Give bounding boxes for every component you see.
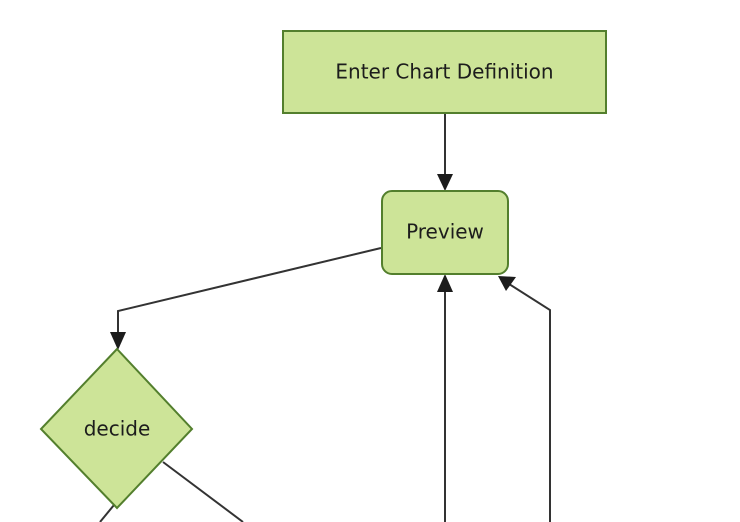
edge-line: [117, 247, 382, 340]
node-label-decide: decide: [84, 417, 151, 441]
arrowhead-icon: [437, 174, 453, 191]
edge-enter-to-preview: [437, 114, 453, 191]
edge-line: [162, 461, 244, 522]
node-decide[interactable]: decide: [39, 347, 194, 510]
node-shape-rectangle[interactable]: [282, 30, 607, 114]
edge-decide-bottom-out: [99, 504, 115, 522]
node-shape-diamond[interactable]: [39, 347, 194, 510]
edge-preview-to-decide: [110, 247, 382, 350]
edge-decide-right-out: [162, 461, 244, 522]
node-preview[interactable]: Preview: [381, 190, 509, 275]
arrowhead-icon: [498, 276, 516, 291]
arrowhead-icon: [110, 332, 126, 350]
edge-bottom-center-to-preview: [437, 274, 453, 522]
node-label-enter-chart-definition: Enter Chart Definition: [335, 60, 553, 84]
edge-line: [99, 504, 115, 522]
node-shape-rounded-rectangle[interactable]: [381, 190, 509, 275]
edge-line: [505, 281, 551, 522]
node-enter-chart-definition[interactable]: Enter Chart Definition: [282, 30, 607, 114]
edge-bottom-right-to-preview: [498, 276, 551, 522]
node-label-preview: Preview: [406, 220, 484, 244]
arrowhead-icon: [437, 274, 453, 292]
